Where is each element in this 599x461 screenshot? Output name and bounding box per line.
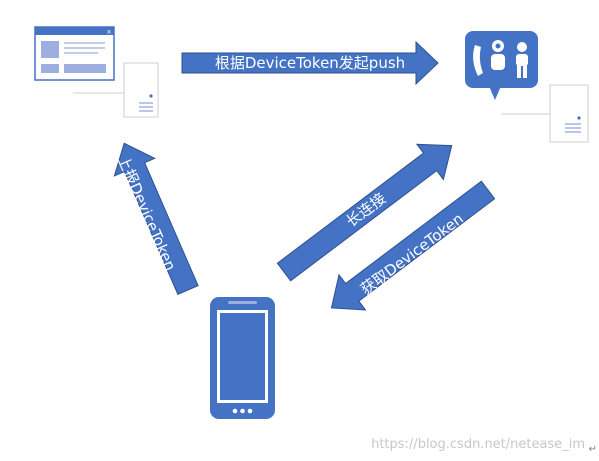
push-server-icon [465,31,589,143]
arrow-long-connection [276,143,453,282]
arrow-fetch-label: 获取DeviceToken [357,210,467,299]
arrow-fetch [330,180,496,311]
watermark-text: https://blog.csdn.net/netease_im [371,437,585,452]
arrow-report [113,142,199,296]
smartphone-icon [210,297,275,419]
return-mark: ↵ [588,444,597,455]
arrow-push: 根据DeviceToken发起push [181,40,439,86]
app-server-icon: × [34,26,159,118]
svg-text:×: × [106,28,112,36]
arrow-push-label: 根据DeviceToken发起push [215,54,405,72]
